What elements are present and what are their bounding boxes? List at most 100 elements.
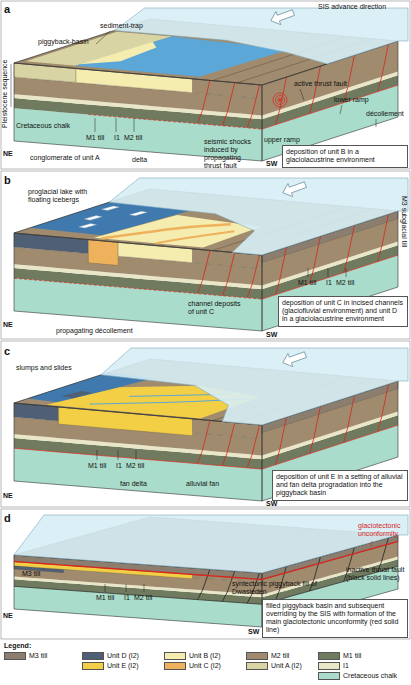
annotation-label: sediment-trap [100, 22, 143, 30]
layer-label: M2 till [336, 279, 354, 287]
strata-fill [79, 42, 156, 65]
orientation-label: SW [266, 160, 277, 168]
panel-frame [1, 509, 410, 639]
annotation-label: conglomerate of unit A [30, 154, 100, 162]
leader-line [134, 118, 135, 132]
annotation-label: Pleistocene sequence [1, 60, 9, 129]
layer-label: M2 till [336, 279, 354, 287]
ice-sheet [101, 348, 408, 425]
orientation-label: SW [266, 500, 277, 508]
annotation-label: channel deposits of unit C [188, 300, 244, 316]
panel-letter: a [4, 3, 10, 16]
thrust-fault [247, 425, 259, 468]
annotation-label: channel deposits of unit C [188, 300, 244, 316]
annotation-label: piggyback-basin [38, 38, 89, 46]
thrust-fault [222, 253, 234, 296]
legend-item: I1 [318, 662, 349, 670]
thrust-fault [310, 66, 321, 114]
annotation-label: proglacial lake with floating icebergs [28, 188, 106, 204]
annotation-label: glaciotectonic unconformity [358, 522, 408, 538]
annotation-label: propagating décollement [56, 327, 133, 335]
layer-label: I1 [326, 279, 332, 287]
orientation-label: SW [248, 628, 259, 636]
annotation-label: alluvial fan [186, 480, 219, 488]
legend-text: M1 till [343, 652, 361, 660]
decollement [14, 448, 262, 469]
thrust-fault [198, 80, 210, 123]
legend-item: Unit E (I2) [82, 662, 139, 670]
ice-flow-arrow [268, 6, 295, 27]
legend-text: Unit D (I2) [107, 652, 139, 660]
legend-item: Cretaceous chalk [318, 672, 397, 680]
annotation-label: lower ramp [334, 96, 369, 104]
legend-text: Unit B (I2) [189, 652, 221, 660]
thrust-fault [276, 417, 287, 465]
seismic-symbol [278, 98, 282, 102]
caption-text: deposition of unit E in a setting of all… [276, 473, 404, 497]
panel-letter: a [4, 3, 10, 16]
ice-flow-arrow [280, 178, 307, 199]
direction-label: SIS advance direction [318, 3, 386, 11]
layer-label: M2 till [124, 134, 142, 142]
thrust-fault [378, 44, 389, 92]
caption-box: deposition of unit B in a glaciolacustri… [282, 145, 408, 168]
seismic-symbol [276, 96, 285, 105]
orientation-label: NE [3, 321, 13, 329]
panel-frame [1, 171, 410, 339]
annotation-label: active thrust fault [294, 80, 347, 88]
annotation-label: slumps and slides [16, 364, 72, 372]
legend-swatch [82, 662, 104, 670]
caption-text: deposition of unit B in a glaciolacustri… [286, 148, 404, 164]
orientation-label: SW [266, 331, 277, 339]
leader-line [11, 64, 12, 107]
legend-text: Unit C (I2) [189, 662, 221, 670]
leader-line [300, 89, 304, 100]
ice-sheet [115, 8, 408, 64]
ice-flow-arrow [280, 348, 307, 369]
annotation-label: active thrust fault [294, 80, 347, 88]
legend-text: Cretaceous chalk [343, 672, 397, 680]
legend-swatch [4, 652, 26, 660]
orientation-label: SW [266, 160, 277, 168]
panel-letter: d [4, 512, 11, 525]
block-outline [14, 233, 262, 331]
leader-line [97, 450, 98, 460]
caption-text: deposition of unit C in incised channels… [282, 299, 404, 323]
layer-label: M3 till [22, 570, 40, 578]
channel [101, 224, 231, 238]
layer-label: I1 [116, 462, 122, 470]
caption-box: deposition of unit E in a setting of all… [272, 470, 408, 501]
legend-swatch [318, 662, 340, 670]
annotation-label: inactive thrust fault (black solid lines… [346, 566, 408, 582]
annotation-label: delta [132, 156, 147, 164]
legend-text: M3 till [29, 652, 47, 660]
legend-item: M1 till [318, 652, 361, 660]
legend-item: M3 till [4, 652, 47, 660]
strata-fill [79, 224, 97, 229]
leader-line [96, 31, 110, 44]
legend-text: M2 till [271, 652, 289, 660]
orientation-label: NE [3, 492, 13, 500]
leader-line [328, 268, 329, 277]
annotation-label: proglacial lake with floating icebergs [28, 188, 106, 204]
layer-label: M1 till [96, 594, 114, 602]
thrust-fault [310, 236, 321, 284]
annotation-label: piggyback-basin [38, 38, 89, 46]
legend-item: M2 till [246, 652, 289, 660]
layer-label: M1 till [298, 279, 316, 287]
legend-swatch [164, 662, 186, 670]
legend-swatch [246, 662, 268, 670]
layer-label: M1 till [298, 279, 316, 287]
annotation-label: fan delta [120, 480, 147, 488]
panel-letter: b [4, 174, 11, 187]
direction-label: SIS advance direction [318, 3, 386, 11]
layer-label: M2 till [124, 134, 142, 142]
annotation-label: seismic shocks induced by propagating th… [204, 138, 258, 170]
thrust-fault [198, 250, 210, 293]
annotation-label: inactive thrust fault (black solid lines… [346, 566, 408, 582]
strata-fill [61, 391, 92, 398]
orientation-label: SW [248, 628, 259, 636]
thrust-fault [222, 83, 234, 126]
thrust-fault [310, 406, 321, 454]
legend-text: Unit E (I2) [107, 662, 139, 670]
